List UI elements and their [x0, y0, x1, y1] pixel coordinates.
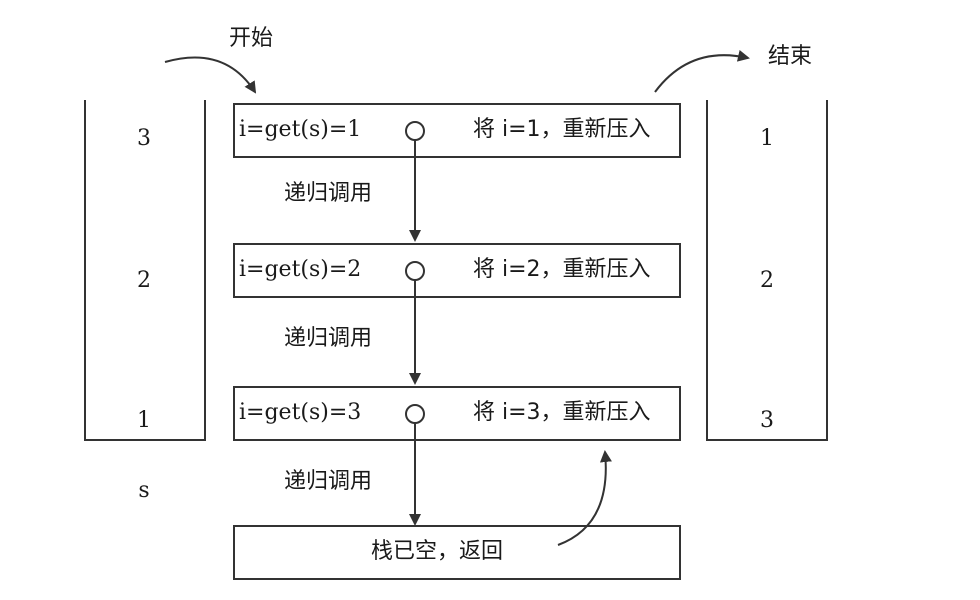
result-stack-item: 3	[760, 408, 774, 433]
start-label: 开始	[229, 26, 274, 51]
stack-s-outline	[84, 100, 206, 441]
call-frame-3: i=get(s)=3 将 i=3，重新压入	[233, 386, 681, 441]
end-arrow	[654, 49, 750, 93]
result-stack-item: 1	[760, 126, 774, 151]
frame-3-expr: i=get(s)=3	[239, 400, 362, 425]
frame-2-expr: i=get(s)=2	[239, 257, 362, 282]
result-stack-item: 2	[760, 268, 774, 293]
stack-s-item: 1	[137, 408, 151, 433]
stack-s-name: s	[138, 478, 150, 503]
recursive-call-label-1: 递归调用	[284, 181, 373, 206]
call-frame-2: i=get(s)=2 将 i=2，重新压入	[233, 243, 681, 298]
recursive-call-label-3: 递归调用	[284, 469, 373, 494]
stack-s-item: 2	[137, 268, 151, 293]
frame-2-action: 将 i=2，重新压入	[473, 257, 651, 282]
frame-1-expr: i=get(s)=1	[239, 117, 362, 142]
empty-stack-label: 栈已空，返回	[371, 539, 504, 564]
recursive-call-label-2: 递归调用	[284, 326, 373, 351]
frame-3-action: 将 i=3，重新压入	[473, 400, 651, 425]
empty-stack-box: 栈已空，返回	[233, 525, 681, 580]
stack-s-item: 3	[137, 126, 151, 151]
start-arrow	[164, 56, 257, 94]
result-stack-outline	[706, 100, 828, 441]
frame-1-action: 将 i=1，重新压入	[473, 117, 651, 142]
return-arrow	[557, 450, 612, 546]
call-frame-1: i=get(s)=1 将 i=1，重新压入	[233, 103, 681, 158]
end-label: 结束	[768, 44, 813, 69]
